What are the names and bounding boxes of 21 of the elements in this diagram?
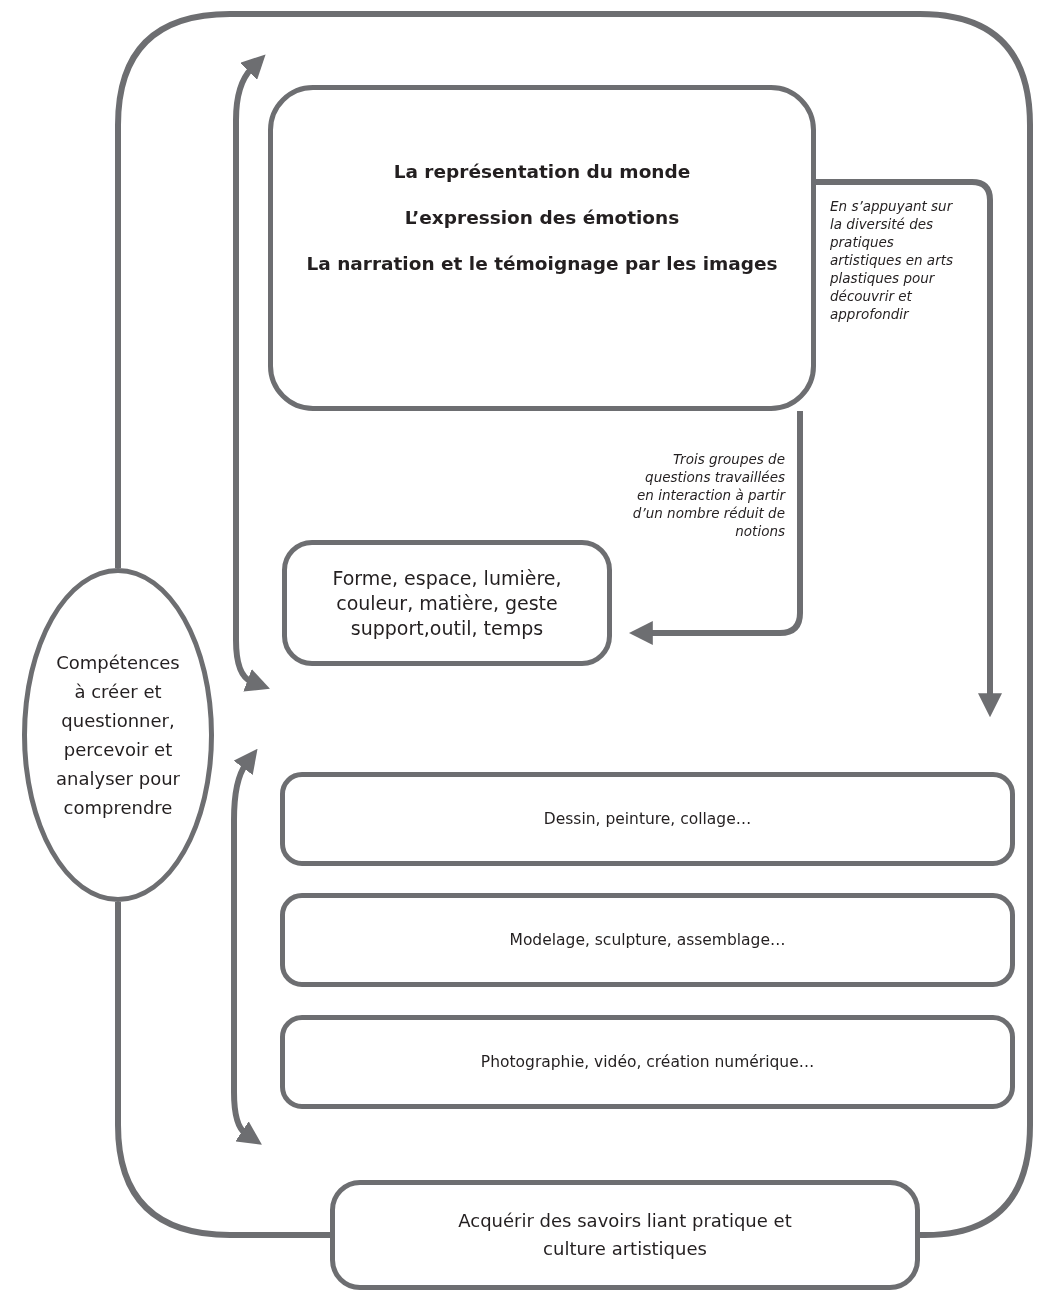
practice-box [280, 1015, 1015, 1109]
edge-label: Trois groupes de questions travaillées en interaction à partir d’un nombre réduit de notions [631, 450, 785, 540]
heading-text: La représentation du monde [393, 160, 691, 184]
edge-label: En s’appuyant sur la diversité des pratiques artistiques en arts plastiques pour découvrir et approfondir [830, 197, 954, 323]
node-text: Photographie, vidéo, création numérique… [480, 1052, 815, 1072]
heading-text: La narration et le témoignage par les images [306, 252, 778, 276]
goal-box [330, 1180, 920, 1290]
notion-box [282, 540, 612, 666]
connector-line [115, 902, 330, 1238]
connector-line [115, 11, 1033, 1238]
node-text: Dessin, peinture, collage… [543, 809, 752, 829]
node-text: Acquérir des savoirs liant pratique et culture artistiques [457, 1209, 793, 1261]
node-text: Modelage, sculpture, assemblage… [509, 930, 786, 950]
theme-box [268, 85, 816, 411]
arrow [816, 179, 1002, 718]
heading-text: L’expression des émotions [404, 206, 680, 230]
practice-box [280, 772, 1015, 866]
node-text: Compétences à créer et questionner, percevoir et analyser pour comprendre [55, 651, 181, 820]
node-text: Forme, espace, lumière, couleur, matière, geste support,outil, temps [331, 565, 563, 641]
arrow [628, 411, 803, 645]
practice-box [280, 893, 1015, 987]
